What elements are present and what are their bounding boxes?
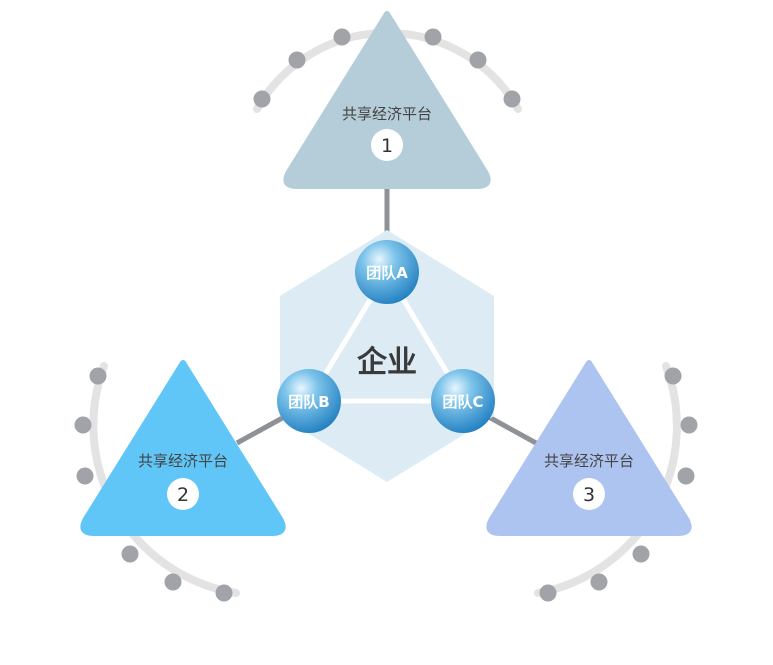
orbit-node — [503, 90, 521, 108]
orbit-node — [288, 51, 306, 69]
orbit-node — [632, 545, 650, 563]
team-c: 团队C — [431, 369, 495, 433]
platform-1-label: 共享经济平台 — [342, 105, 432, 123]
orbit-node — [89, 367, 107, 385]
team-b: 团队B — [277, 369, 341, 433]
orbit-node — [469, 51, 487, 69]
orbit-node — [590, 573, 608, 591]
team-c-label: 团队C — [442, 393, 483, 411]
orbit-node — [253, 90, 271, 108]
orbit-node — [333, 28, 351, 46]
team-a-label: 团队A — [366, 264, 408, 282]
connector-2 — [235, 413, 288, 446]
platform-2-label: 共享经济平台 — [138, 452, 228, 470]
platform-2: 共享经济平台 2 — [80, 360, 286, 536]
platform-3: 共享经济平台 3 — [486, 360, 692, 536]
orbit-node — [164, 573, 182, 591]
team-b-label: 团队B — [288, 393, 329, 411]
orbit-node — [121, 545, 139, 563]
platform-2-badge — [167, 478, 199, 510]
orbit-node — [424, 28, 442, 46]
orbit-node — [664, 367, 682, 385]
orbit-node — [74, 416, 92, 434]
platform-2-number: 2 — [177, 484, 189, 506]
orbit-node — [680, 416, 698, 434]
platform-1-number: 1 — [381, 135, 393, 157]
platform-3-label: 共享经济平台 — [544, 452, 634, 470]
enterprise-label: 企业 — [357, 345, 417, 380]
orbit-node — [215, 584, 233, 602]
team-triangle — [306, 269, 467, 404]
team-a: 团队A — [355, 240, 419, 304]
orbit-node — [677, 467, 695, 485]
platform-1-badge — [371, 129, 403, 161]
orbit-node — [76, 467, 94, 485]
platform-3-number: 3 — [583, 484, 595, 506]
platform-3-badge — [573, 478, 605, 510]
orbit-node — [539, 584, 557, 602]
platform-1: 共享经济平台 1 — [283, 11, 491, 189]
connector-3 — [485, 413, 538, 446]
